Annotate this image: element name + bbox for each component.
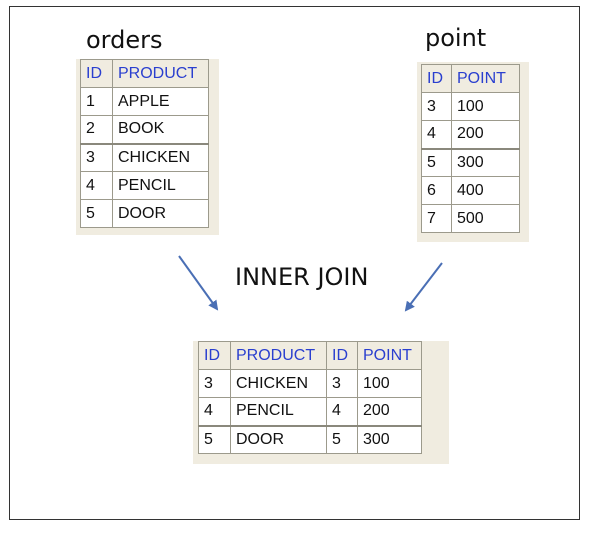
result-cell-point: 200 bbox=[357, 397, 422, 426]
point-cell-id: 6 bbox=[421, 176, 452, 205]
table-row: 4 200 bbox=[421, 120, 520, 149]
table-row: 6 400 bbox=[421, 176, 520, 205]
result-cell-point: 100 bbox=[357, 369, 422, 398]
left-arrow-icon bbox=[178, 255, 219, 311]
point-cell-point: 500 bbox=[451, 204, 520, 233]
table-row: 3 CHICKEN 3 100 bbox=[198, 369, 422, 398]
result-table-container: ID PRODUCT ID POINT 3 CHICKEN 3 100 4 PE… bbox=[193, 341, 449, 464]
inner-join-label: INNER JOIN bbox=[235, 263, 369, 291]
result-cell-point: 300 bbox=[357, 424, 422, 454]
table-row: 5 300 bbox=[421, 147, 520, 177]
result-cell-id: 5 bbox=[198, 424, 231, 454]
point-cell-point: 200 bbox=[451, 120, 520, 149]
result-cell-id: 3 bbox=[198, 369, 231, 398]
diagram-frame bbox=[9, 6, 580, 520]
result-table: ID PRODUCT ID POINT 3 CHICKEN 3 100 4 PE… bbox=[198, 341, 422, 454]
point-table: ID POINT 3 100 4 200 5 300 6 400 7 500 bbox=[421, 64, 520, 233]
result-cell-id2: 5 bbox=[326, 424, 358, 454]
result-cell-product: PENCIL bbox=[230, 397, 327, 426]
orders-cell-id: 2 bbox=[80, 115, 113, 144]
point-cell-id: 4 bbox=[421, 120, 452, 149]
point-table-title: point bbox=[425, 24, 487, 52]
result-header-id2: ID bbox=[326, 341, 358, 370]
table-row: 5 DOOR bbox=[80, 199, 209, 228]
point-header-id: ID bbox=[421, 64, 452, 93]
table-row: 7 500 bbox=[421, 204, 520, 233]
result-header-id: ID bbox=[198, 341, 231, 370]
orders-table-container: ID PRODUCT 1 APPLE 2 BOOK 3 CHICKEN 4 PE… bbox=[76, 59, 219, 235]
table-row: 1 APPLE bbox=[80, 87, 209, 116]
point-cell-point: 100 bbox=[451, 92, 520, 121]
orders-table: ID PRODUCT 1 APPLE 2 BOOK 3 CHICKEN 4 PE… bbox=[80, 59, 209, 228]
table-row: 5 DOOR 5 300 bbox=[198, 424, 422, 454]
table-row: 3 100 bbox=[421, 92, 520, 121]
orders-header-id: ID bbox=[80, 59, 113, 88]
result-cell-product: DOOR bbox=[230, 424, 327, 454]
point-header-point: POINT bbox=[451, 64, 520, 93]
result-header-point: POINT bbox=[357, 341, 422, 370]
point-cell-id: 5 bbox=[421, 147, 452, 177]
result-cell-id: 4 bbox=[198, 397, 231, 426]
result-cell-product: CHICKEN bbox=[230, 369, 327, 398]
result-cell-id2: 4 bbox=[326, 397, 358, 426]
orders-cell-id: 1 bbox=[80, 87, 113, 116]
result-cell-id2: 3 bbox=[326, 369, 358, 398]
orders-cell-product: APPLE bbox=[112, 87, 209, 116]
orders-cell-product: DOOR bbox=[112, 199, 209, 228]
point-cell-point: 300 bbox=[451, 147, 520, 177]
result-header-product: PRODUCT bbox=[230, 341, 327, 370]
right-arrow-icon bbox=[404, 262, 443, 312]
orders-cell-product: CHICKEN bbox=[112, 142, 209, 172]
point-header-row: ID POINT bbox=[421, 64, 520, 93]
point-cell-id: 7 bbox=[421, 204, 452, 233]
orders-header-row: ID PRODUCT bbox=[80, 59, 209, 88]
table-row: 4 PENCIL bbox=[80, 171, 209, 200]
point-table-container: ID POINT 3 100 4 200 5 300 6 400 7 500 bbox=[417, 62, 529, 242]
orders-table-title: orders bbox=[86, 26, 163, 54]
table-row: 4 PENCIL 4 200 bbox=[198, 397, 422, 426]
table-row: 3 CHICKEN bbox=[80, 142, 209, 172]
orders-cell-product: PENCIL bbox=[112, 171, 209, 200]
result-header-row: ID PRODUCT ID POINT bbox=[198, 341, 422, 370]
